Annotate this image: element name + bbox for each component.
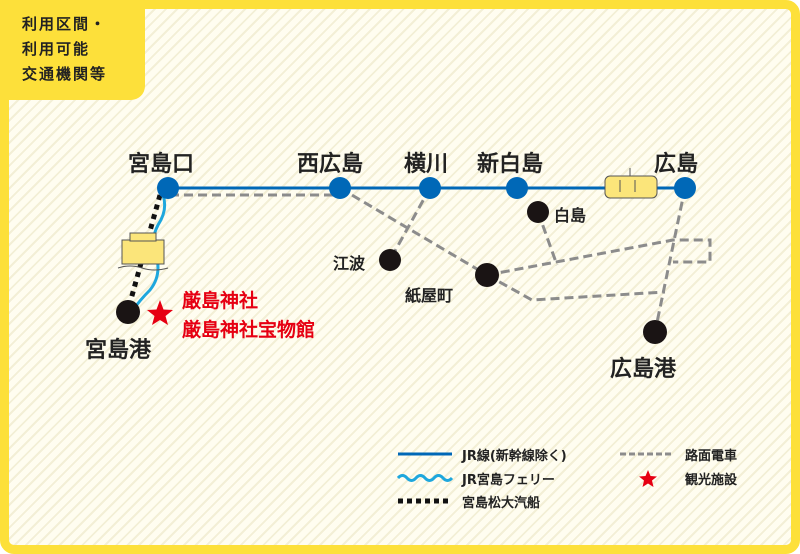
legend-ferry-line xyxy=(396,474,454,482)
stop-kamiyacho xyxy=(475,263,499,287)
label-shinhakushima: 新白島 xyxy=(477,152,544,177)
tram-line-eba xyxy=(388,187,432,261)
stop-eba xyxy=(379,249,401,271)
legend-symbols xyxy=(396,452,672,504)
stop-miyajimako xyxy=(116,300,140,324)
station-shinhakushima xyxy=(506,177,528,199)
tram-line-lower xyxy=(486,273,666,302)
jr-stations xyxy=(157,177,696,199)
stop-hakushima xyxy=(527,201,549,223)
ship-icon xyxy=(117,232,169,271)
station-miyajimaguchi xyxy=(157,177,179,199)
tram-line-hiroshimako xyxy=(653,187,687,333)
label-nishihiroshima: 西広島 xyxy=(297,152,364,177)
badge-line-3: 交通機関等 xyxy=(22,65,108,83)
legend-ferry: JR宮島フェリー xyxy=(462,473,555,488)
legend-tram: 路面電車 xyxy=(685,449,738,464)
legend-sight: 観光施設 xyxy=(685,473,738,488)
label-miyajimako: 宮島港 xyxy=(85,338,152,363)
label-yokogawa: 横川 xyxy=(404,152,449,177)
title-badge: 利用区間・ 利用可能 交通機関等 xyxy=(0,0,145,100)
tram-line-loop xyxy=(486,238,712,277)
label-kamiyacho: 紙屋町 xyxy=(405,286,454,305)
legend-matsudai: 宮島松大汽船 xyxy=(462,496,541,511)
badge-line-1: 利用区間・ xyxy=(22,15,108,33)
station-nishihiroshima xyxy=(329,177,351,199)
label-hiroshimako: 広島港 xyxy=(610,357,677,382)
station-hiroshima xyxy=(674,177,696,199)
tram-lines xyxy=(170,186,712,333)
label-hakushima: 白島 xyxy=(554,206,587,225)
label-hiroshima: 広島 xyxy=(654,152,699,177)
tram-line-main xyxy=(339,186,488,277)
legend-jr: JR線(新幹線除く) xyxy=(462,449,567,464)
badge-line-2: 利用可能 xyxy=(22,40,91,58)
station-yokogawa xyxy=(419,177,441,199)
tram-line-hakushima xyxy=(536,211,559,266)
stops xyxy=(116,201,667,344)
legend-star-icon xyxy=(639,470,657,487)
label-itsukushima-shrine: 厳島神社 xyxy=(182,290,259,312)
label-eba: 江波 xyxy=(333,254,366,273)
tram-icon xyxy=(604,168,658,199)
stop-hiroshimako xyxy=(643,320,667,344)
label-itsukushima-treasure-hall: 厳島神社宝物館 xyxy=(182,319,316,341)
label-miyajimaguchi: 宮島口 xyxy=(128,152,195,177)
star-icon xyxy=(147,300,173,325)
